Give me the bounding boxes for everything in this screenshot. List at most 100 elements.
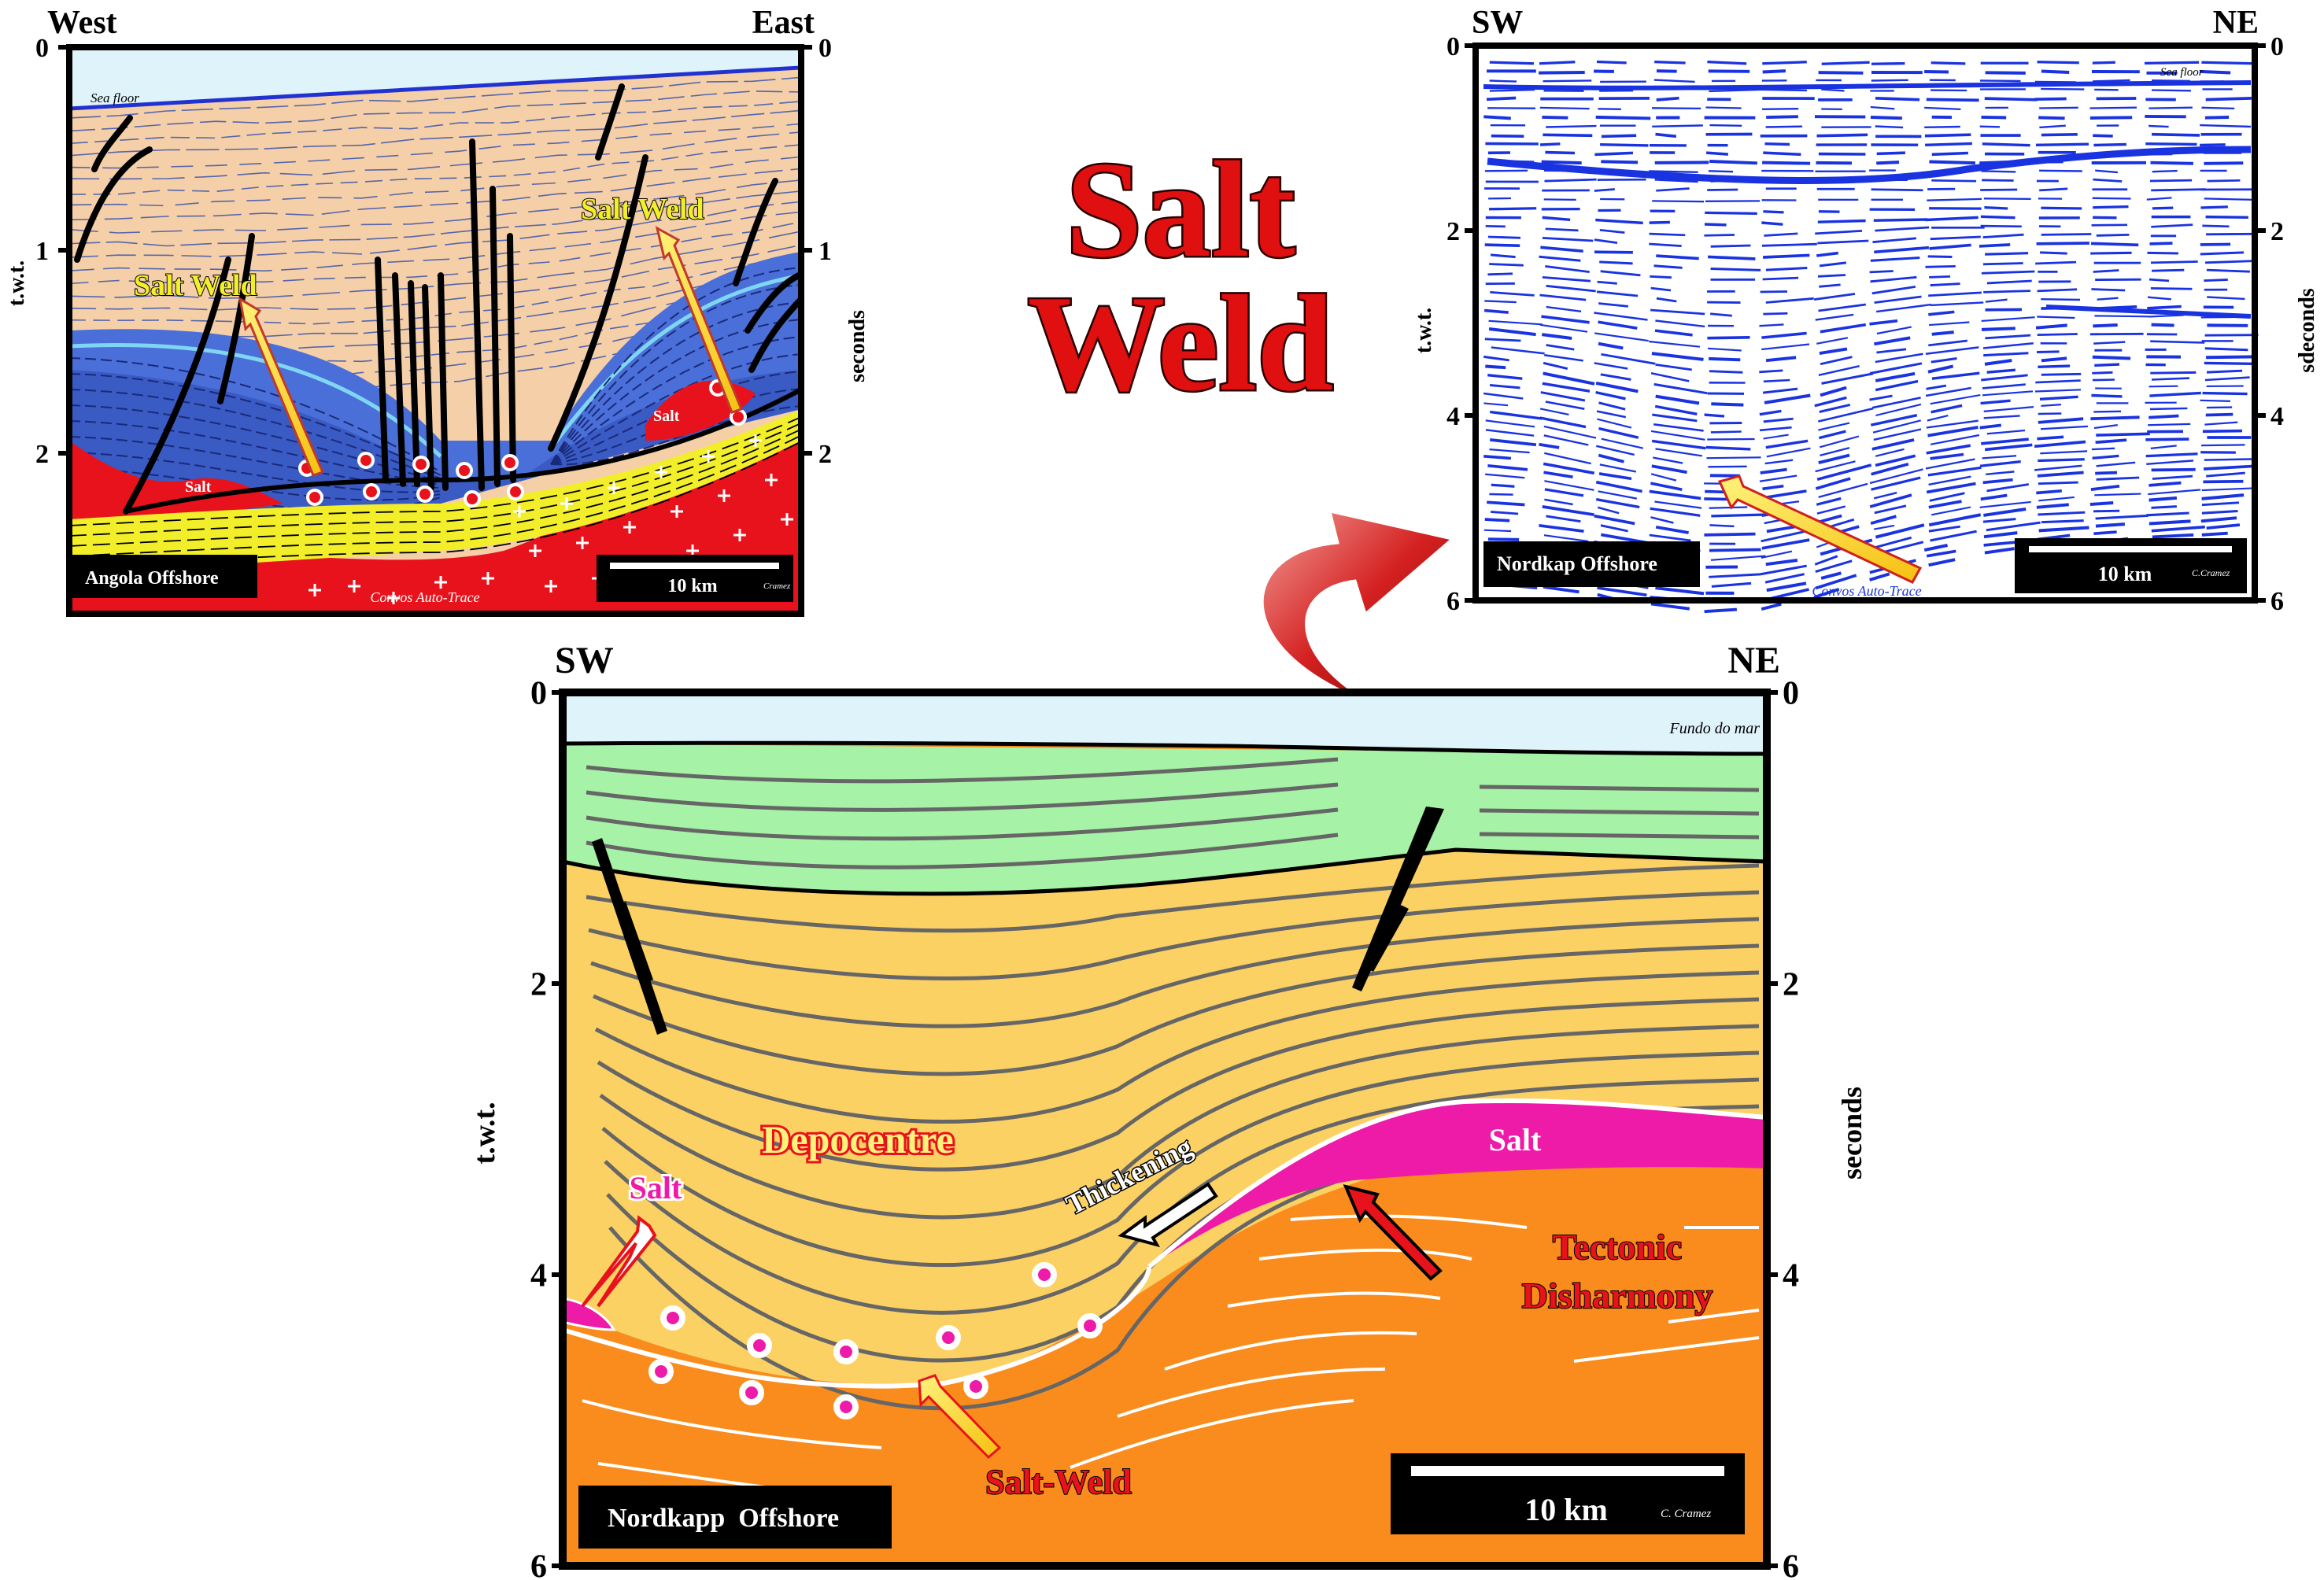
reflector (1489, 260, 2255, 281)
salt-cross (623, 521, 636, 533)
direction-west: West (47, 5, 117, 41)
depocentre-label: Depocentre (762, 1117, 953, 1161)
tick-label: 6 (530, 1549, 547, 1580)
reflector (1164, 1331, 1417, 1371)
curved-arrow-icon (1261, 510, 1455, 706)
reflector (1483, 385, 2244, 441)
reflector (1491, 451, 2236, 518)
weld-marker (507, 483, 524, 500)
green-unit-reflectors (586, 757, 1760, 869)
reflector (1485, 223, 2230, 237)
weld-marker (501, 454, 519, 471)
reflector (68, 336, 802, 485)
reflector (588, 890, 1760, 980)
lightning-arrow-icon (1717, 474, 1923, 584)
tick-label: 2 (530, 967, 547, 1003)
salt-cross (513, 505, 526, 518)
reflector (1485, 215, 2248, 227)
reflector (582, 1399, 882, 1449)
reflector (68, 179, 802, 234)
reflector (1479, 784, 1760, 792)
weld-marker (464, 490, 481, 508)
panel-nordkapp-interpretation: SW NE Depocentre Salt Sal (468, 640, 1868, 1580)
tick-label: 4 (1446, 402, 1460, 431)
reflector (1486, 96, 2252, 102)
reflector (68, 416, 802, 526)
reflector (68, 123, 802, 169)
salt-cross (309, 584, 321, 596)
credit-label: Cramez (763, 581, 791, 591)
sea-floor-label: Sea floor (2160, 66, 2204, 79)
reflector (1483, 347, 2248, 395)
reflector (68, 76, 802, 119)
trace-credit: Convos Auto-Trace (370, 589, 479, 605)
salt-cross (781, 513, 793, 526)
location-label: Nordkap Offshore (1497, 552, 1657, 575)
weld-marker (833, 1339, 859, 1364)
reflector (1489, 412, 2233, 478)
tick-label: 6 (2270, 587, 2284, 616)
reflector (1484, 296, 2245, 328)
trace-credit: Convos Auto-Trace (1812, 583, 1921, 599)
reflector (68, 434, 802, 557)
reflector (1487, 464, 2258, 537)
reflector (1488, 323, 2248, 363)
salt-cross (348, 580, 360, 592)
tick-label: 1 (35, 237, 49, 266)
reflector (68, 422, 802, 537)
reflector (1491, 340, 2233, 384)
salt-crosses (309, 434, 793, 604)
reflector (1485, 278, 2228, 305)
reflector (68, 428, 802, 547)
reflector (1489, 60, 2256, 65)
panel-nordkap-seismic: SW NE Sea floor Nordkap Offshore 10 km C… (1412, 5, 2319, 616)
reflector (68, 168, 802, 221)
reflector (1490, 251, 2245, 271)
tick-label: 2 (1783, 967, 1799, 1003)
reflector (601, 1050, 1760, 1268)
tectonic-label-1: Tectonic (1553, 1227, 1682, 1267)
scale-label: 10 km (1524, 1492, 1608, 1527)
reflector (68, 101, 802, 145)
tick-label: 0 (1446, 32, 1460, 61)
reflector (1488, 205, 2228, 216)
tick-label: 0 (35, 34, 49, 63)
reflector (594, 970, 1760, 1124)
salt-weld-label-left: Salt Weld (134, 269, 257, 302)
salt-label-left: Salt (185, 478, 212, 496)
lightning-arrow-icon (655, 226, 743, 414)
thickening-arrow-icon (1118, 1182, 1218, 1248)
reflector (68, 267, 802, 473)
tick-label: 0 (530, 676, 547, 712)
weld-marker (833, 1394, 859, 1419)
salt-cross (545, 580, 557, 592)
reflector (586, 782, 1339, 812)
salt-label-left: Salt (630, 1170, 682, 1205)
tick-label: 2 (35, 440, 49, 469)
sea-floor-label: Sea floor (91, 90, 139, 105)
credit-label: C.Cramez (2192, 567, 2230, 578)
weld-marker (1077, 1313, 1103, 1338)
title-line-2: Weld (1028, 267, 1334, 419)
reflector (604, 1077, 1760, 1315)
location-label: Angola Offshore (85, 568, 219, 589)
reflector (68, 319, 802, 482)
reflector (1258, 1248, 1472, 1261)
tick-label: 0 (818, 34, 832, 63)
lightning-arrow-icon (238, 297, 325, 477)
sea-floor-label: Fundo do mar (1669, 720, 1761, 737)
reflector (68, 353, 802, 489)
reflector (1489, 369, 2243, 425)
tick-label: 2 (818, 440, 832, 469)
axis-label-right: seconds (845, 310, 870, 382)
reflector (68, 90, 802, 132)
weld-marker (648, 1359, 674, 1384)
reflector (590, 917, 1760, 1028)
salt-label-right: Salt (653, 408, 680, 425)
axis-label-left: t.w.t. (1412, 308, 1436, 353)
reflector (68, 201, 802, 258)
salt-weld-label: Salt-Weld (985, 1463, 1132, 1501)
tick-label: 1 (818, 237, 832, 266)
panel-angola: West East Sea floor (5, 5, 870, 617)
reflector (1484, 242, 2231, 260)
